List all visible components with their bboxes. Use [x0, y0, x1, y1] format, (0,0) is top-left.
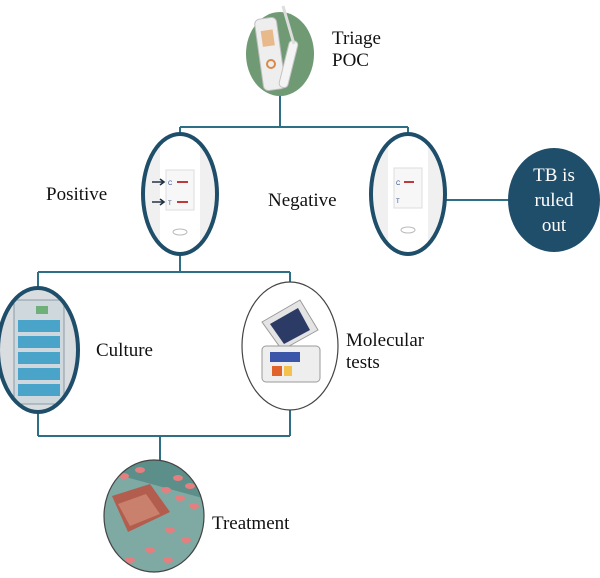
triage-label: Triage POC: [332, 28, 381, 72]
connector-lines: [37, 95, 508, 460]
pcr-machine-icon: [261, 299, 321, 383]
treatment-node: [103, 459, 205, 573]
strip-test-mark: T: [396, 199, 400, 205]
strip-control-mark: C: [396, 181, 401, 187]
strip-control-mark: C: [168, 181, 173, 187]
treatment-label: Treatment: [212, 513, 290, 534]
molecular-tests-node: [241, 281, 339, 411]
culture-label: Culture: [96, 340, 153, 361]
tb-ruled-out-node: TB is ruled out: [508, 148, 600, 252]
molecular-label: Molecular tests: [346, 330, 424, 374]
molecular-label-line1: Molecular: [346, 330, 425, 351]
molecular-label-line2: tests: [346, 352, 380, 373]
pill-blister-icon: [104, 460, 204, 572]
triage-label-line2: POC: [332, 50, 369, 71]
positive-test-node: C T: [141, 132, 219, 256]
negative-test-node: C T: [369, 132, 447, 256]
ruled-out-line3: out: [541, 214, 567, 236]
ruled-out-line2: ruled: [534, 189, 574, 211]
rapid-test-device-icon: [254, 5, 299, 92]
ruled-out-line1: TB is: [533, 164, 575, 186]
triage-label-line1: Triage: [332, 28, 381, 49]
culture-node: [0, 286, 80, 414]
positive-label: Positive: [46, 184, 108, 205]
negative-label: Negative: [268, 190, 337, 211]
strip-test-mark: T: [168, 201, 172, 207]
triage-poc-node: [246, 5, 314, 96]
